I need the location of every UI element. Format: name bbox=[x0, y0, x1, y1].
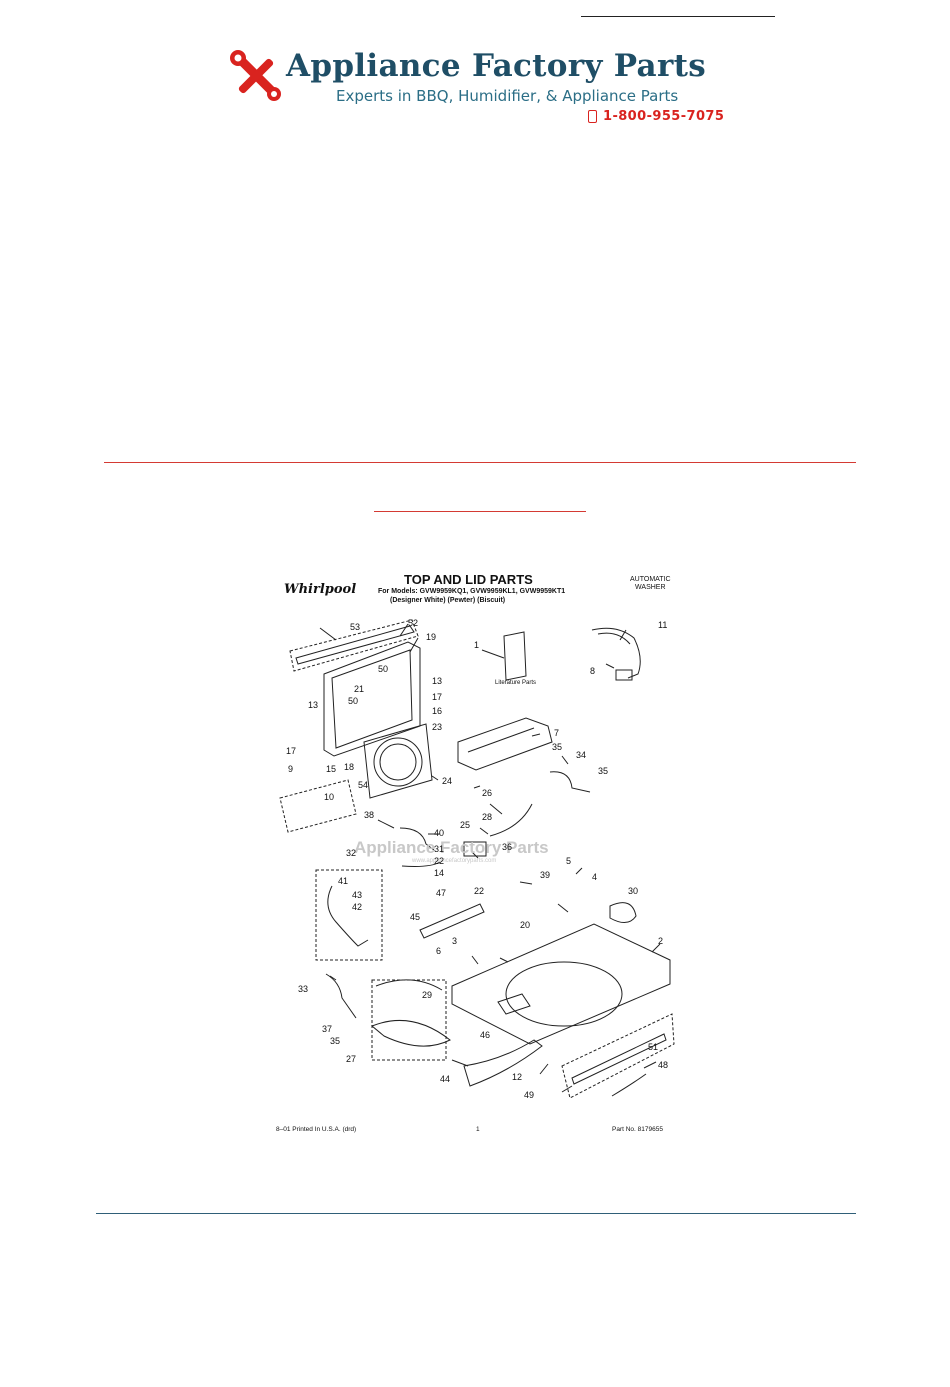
callout-3: 3 bbox=[452, 936, 458, 946]
callout-17a: 17 bbox=[432, 692, 443, 702]
callout-18: 18 bbox=[344, 762, 355, 772]
brand-tagline: Experts in BBQ, Humidifier, & Appliance … bbox=[336, 87, 679, 105]
callout-20: 20 bbox=[520, 920, 531, 930]
callout-6: 6 bbox=[436, 946, 442, 956]
diagram-footer-page: 1 bbox=[476, 1126, 480, 1133]
callout-2: 2 bbox=[658, 936, 664, 946]
callout-8: 8 bbox=[590, 666, 596, 676]
callout-21: 21 bbox=[354, 684, 365, 694]
callout-36: 36 bbox=[502, 842, 513, 852]
callout-49: 49 bbox=[524, 1090, 535, 1100]
callout-47: 47 bbox=[436, 888, 447, 898]
callout-40: 40 bbox=[434, 828, 445, 838]
diagram-watermark-url: www.appliancefactoryparts.com bbox=[412, 858, 497, 864]
callout-23: 23 bbox=[432, 722, 443, 732]
callout-27: 27 bbox=[346, 1054, 357, 1064]
callout-35c: 35 bbox=[330, 1036, 341, 1046]
callout-16: 16 bbox=[432, 706, 443, 716]
callout-32: 32 bbox=[346, 848, 357, 858]
diagram-title: TOP AND LID PARTS bbox=[404, 572, 533, 587]
callout-10: 10 bbox=[324, 792, 335, 802]
callout-13b: 13 bbox=[308, 700, 319, 710]
product-type-line-1: AUTOMATIC bbox=[630, 576, 671, 583]
callout-1: 1 bbox=[474, 640, 480, 650]
callout-5: 5 bbox=[566, 856, 572, 866]
diagram-footer-print: 8–01 Printed In U.S.A. (drd) bbox=[276, 1126, 357, 1133]
callout-24: 24 bbox=[442, 776, 453, 786]
diagram-models: For Models: GVW9959KQ1, GVW9959KL1, GVW9… bbox=[378, 588, 566, 595]
callout-9: 9 bbox=[288, 764, 294, 774]
callout-15: 15 bbox=[326, 764, 337, 774]
blue-divider bbox=[96, 1213, 856, 1214]
parts-diagram: Whirlpool TOP AND LID PARTS For Models: … bbox=[272, 566, 684, 1140]
callout-17b: 17 bbox=[286, 746, 297, 756]
callout-39: 39 bbox=[540, 870, 551, 880]
diagram-model-colors: (Designer White) (Pewter) (Biscuit) bbox=[390, 597, 506, 604]
literature-label: Literature Parts bbox=[495, 680, 537, 686]
callout-7: 7 bbox=[554, 728, 560, 738]
callout-45: 45 bbox=[410, 912, 421, 922]
callout-41: 41 bbox=[338, 876, 349, 886]
product-type-line-2: WASHER bbox=[635, 584, 666, 591]
callout-30: 30 bbox=[628, 886, 639, 896]
callout-53: 53 bbox=[350, 622, 361, 632]
callout-4: 4 bbox=[592, 872, 598, 882]
callout-51: 51 bbox=[648, 1042, 659, 1052]
top-rule bbox=[581, 16, 775, 17]
callout-31: 31 bbox=[434, 844, 445, 854]
callout-43: 43 bbox=[352, 890, 363, 900]
wrench-screwdriver-icon bbox=[230, 50, 281, 101]
callout-22a: 22 bbox=[434, 856, 445, 866]
callout-50b: 50 bbox=[348, 696, 359, 706]
callout-33: 33 bbox=[298, 984, 309, 994]
callout-35b: 35 bbox=[598, 766, 609, 776]
callout-48: 48 bbox=[658, 1060, 669, 1070]
whirlpool-logo: Whirlpool bbox=[284, 582, 357, 597]
phone-number[interactable]: 1-800-955-7075 bbox=[603, 109, 725, 124]
diagram-footer-part-no: Part No. 8179655 bbox=[612, 1126, 663, 1133]
callout-50a: 50 bbox=[378, 664, 389, 674]
callout-28: 28 bbox=[482, 812, 493, 822]
callout-35a: 35 bbox=[552, 742, 563, 752]
callout-46: 46 bbox=[480, 1030, 491, 1040]
callout-42: 42 bbox=[352, 902, 363, 912]
callout-29: 29 bbox=[422, 990, 433, 1000]
callout-34: 34 bbox=[576, 750, 587, 760]
exploded-parts-drawing bbox=[279, 619, 675, 1099]
diagram-product-type: AUTOMATIC WASHER bbox=[630, 576, 671, 592]
red-short-divider bbox=[374, 511, 586, 512]
diagram-watermark: Appliance Factory Parts bbox=[354, 838, 549, 857]
callout-12: 12 bbox=[512, 1072, 523, 1082]
callout-13a: 13 bbox=[432, 676, 443, 686]
callout-22b: 22 bbox=[474, 886, 485, 896]
callout-54: 54 bbox=[358, 780, 369, 790]
callout-37: 37 bbox=[322, 1024, 333, 1034]
callout-14: 14 bbox=[434, 868, 445, 878]
callout-11: 11 bbox=[658, 620, 668, 630]
callout-26: 26 bbox=[482, 788, 493, 798]
callout-25: 25 bbox=[460, 820, 471, 830]
red-divider bbox=[104, 462, 856, 463]
callout-38: 38 bbox=[364, 810, 375, 820]
callout-52: 52 bbox=[408, 618, 419, 628]
callout-44: 44 bbox=[440, 1074, 451, 1084]
brand-name: Appliance Factory Parts bbox=[286, 48, 706, 84]
callout-19: 19 bbox=[426, 632, 437, 642]
mobile-phone-icon bbox=[588, 110, 597, 123]
